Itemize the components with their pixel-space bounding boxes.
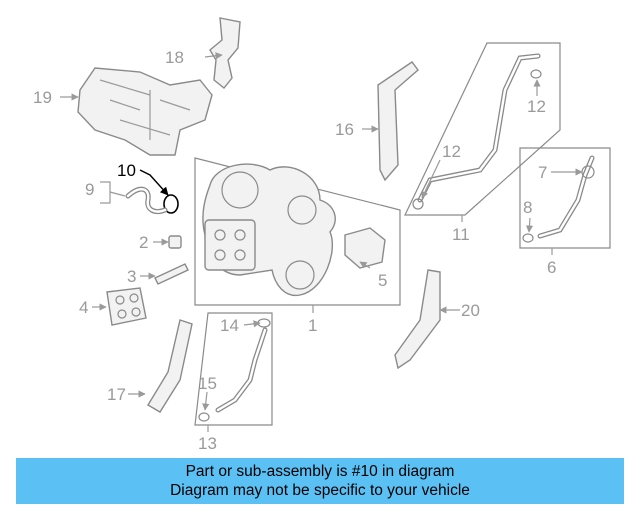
leader-10 (139, 169, 169, 196)
stud-part-3[interactable] (154, 263, 189, 285)
seal-part-10[interactable] (163, 194, 179, 214)
nut-part-2[interactable] (168, 235, 182, 249)
callout-3: 3 (127, 267, 136, 286)
banner-line-1: Part or sub-assembly is #10 in diagram (185, 463, 455, 480)
gasket-part-4[interactable] (106, 287, 147, 326)
callout-2: 2 (139, 233, 148, 252)
leader-18 (204, 52, 223, 60)
leader-9 (100, 181, 126, 204)
info-banner: Part or sub-assembly is #10 in diagram D… (16, 458, 624, 504)
callout-10: 10 (117, 161, 136, 180)
oil-line-part-11[interactable] (404, 42, 561, 216)
heat-shield-part-19[interactable] (77, 67, 213, 156)
callout-16: 16 (335, 120, 354, 139)
parts-diagram: 18 19 10 9 2 3 4 17 16 5 1 20 12 12 11 7… (33, 17, 611, 453)
callout-14: 14 (220, 316, 239, 335)
turbocharger-part-1[interactable] (194, 157, 401, 306)
callout-6: 6 (547, 258, 556, 277)
bracket-part-17[interactable] (147, 319, 193, 413)
oil-line-part-6[interactable] (519, 147, 611, 249)
callout-19: 19 (33, 88, 52, 107)
callout-20: 20 (461, 301, 480, 320)
callout-15: 15 (198, 374, 217, 393)
coolant-line-part-13[interactable] (194, 312, 273, 426)
callout-12-upper: 12 (527, 97, 546, 116)
callout-13: 13 (198, 434, 217, 453)
actuator-part-5[interactable] (344, 227, 386, 269)
callout-12-lower: 12 (442, 142, 461, 161)
callout-4: 4 (79, 298, 88, 317)
leader-14 (243, 320, 261, 328)
callout-18: 18 (165, 48, 184, 67)
callout-8: 8 (523, 198, 532, 217)
heat-shield-part-16[interactable] (377, 61, 419, 182)
callout-7: 7 (538, 163, 547, 182)
bracket-part-20[interactable] (394, 269, 441, 370)
bracket-part-18[interactable] (209, 17, 241, 89)
oil-line-part-9[interactable] (125, 186, 168, 215)
leader-5 (359, 261, 371, 269)
callout-9: 9 (85, 180, 94, 199)
leader-8 (525, 217, 534, 233)
leader-15 (202, 391, 210, 411)
leader-12b (421, 159, 441, 199)
banner-line-2: Diagram may not be specific to your vehi… (170, 482, 470, 499)
callout-17: 17 (107, 385, 126, 404)
callout-5: 5 (378, 271, 387, 290)
callout-1: 1 (308, 316, 317, 335)
callout-11: 11 (452, 225, 470, 244)
